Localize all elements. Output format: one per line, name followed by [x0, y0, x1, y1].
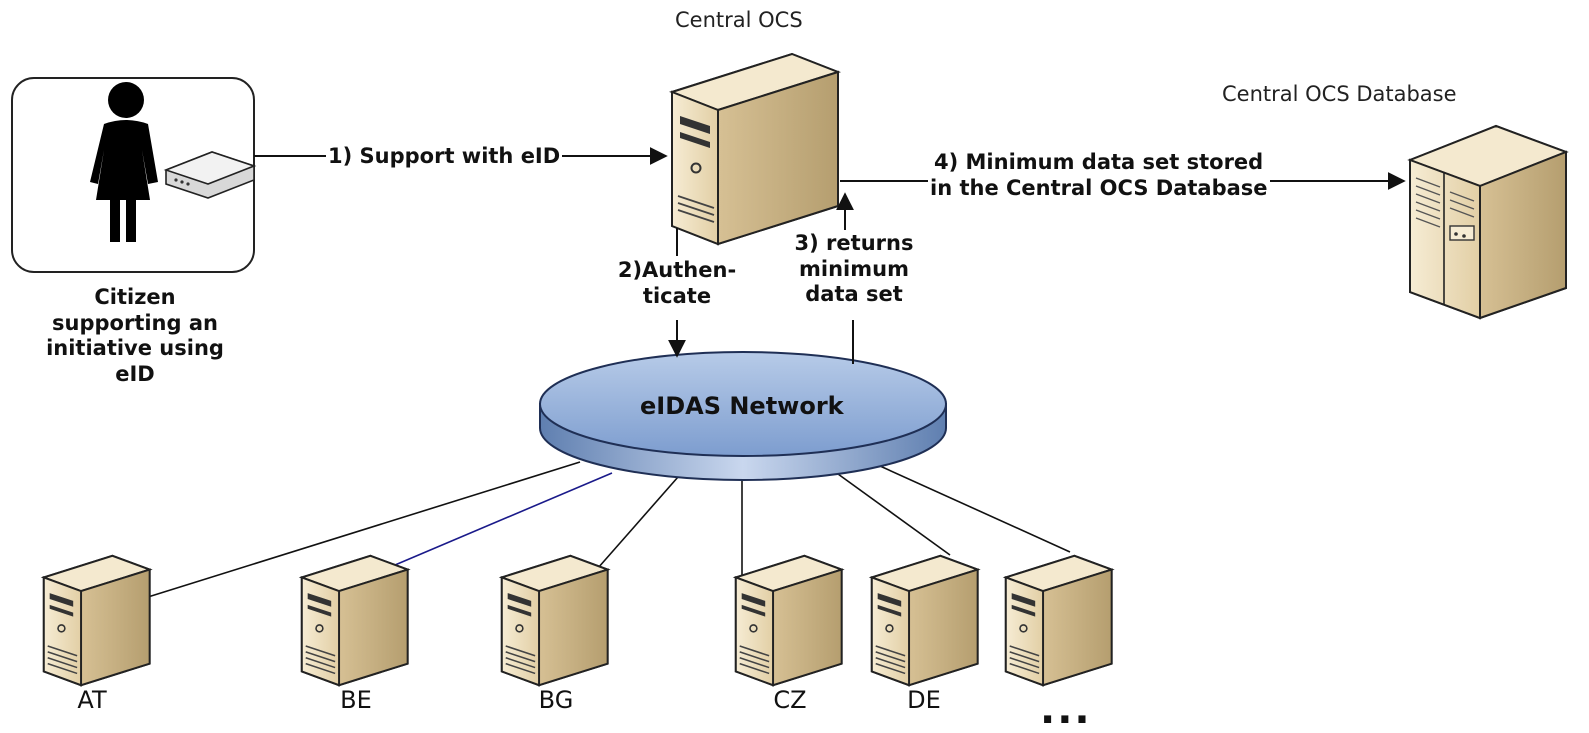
citizen-caption-line-2: supporting an — [52, 310, 218, 335]
server-icon-be — [300, 554, 409, 687]
link-bg — [597, 476, 679, 569]
server-icon-bg — [500, 554, 609, 687]
central-ocs-database-icon — [1407, 124, 1569, 320]
person-icon — [90, 82, 158, 242]
step4-line-2: in the Central OCS Database — [930, 175, 1268, 200]
step4-label: 4) Minimum data set stored in the Centra… — [928, 150, 1270, 202]
step2-line-1: 2)Authen- — [617, 258, 737, 282]
step1-label: 1) Support with eID — [326, 144, 563, 170]
step3-line-2: minimum — [799, 256, 909, 281]
country-label-de: DE — [907, 686, 941, 714]
more-countries-indicator: ... — [1040, 687, 1092, 733]
step2-line-2: ticate — [642, 283, 712, 308]
network-disc-icon — [539, 351, 947, 481]
server-icon-cz — [734, 554, 843, 687]
step3-line-3: data set — [805, 282, 903, 307]
link-at — [147, 461, 581, 598]
link-de — [837, 473, 951, 556]
server-icon-de — [870, 554, 979, 687]
citizen-caption: Citizen supporting an initiative using e… — [10, 285, 260, 387]
country-label-at: AT — [77, 686, 107, 714]
step4-line-1: 4) Minimum data set stored — [934, 150, 1264, 174]
network-label: eIDAS Network — [640, 392, 844, 420]
server-icon-at — [42, 554, 151, 687]
citizen-caption-line-1: Citizen — [94, 285, 176, 309]
citizen-panel — [11, 77, 257, 273]
citizen-caption-line-4: eID — [115, 361, 155, 386]
step2-label: 2)Authen- ticate — [604, 258, 750, 309]
country-label-cz: CZ — [773, 686, 807, 714]
link-more — [879, 465, 1071, 553]
card-reader-icon — [163, 151, 257, 199]
database-title: Central OCS Database — [1222, 82, 1457, 106]
step3-label: 3) returns minimum data set — [774, 231, 934, 308]
server-icon-more — [1004, 554, 1113, 687]
country-label-bg: BG — [538, 686, 574, 714]
central-ocs-title: Central OCS — [675, 8, 803, 32]
citizen-caption-line-3: initiative using — [46, 336, 224, 361]
country-label-be: BE — [340, 686, 372, 714]
central-ocs-server-icon — [669, 52, 841, 246]
step3-line-1: 3) returns — [794, 231, 914, 255]
link-be — [394, 472, 613, 566]
